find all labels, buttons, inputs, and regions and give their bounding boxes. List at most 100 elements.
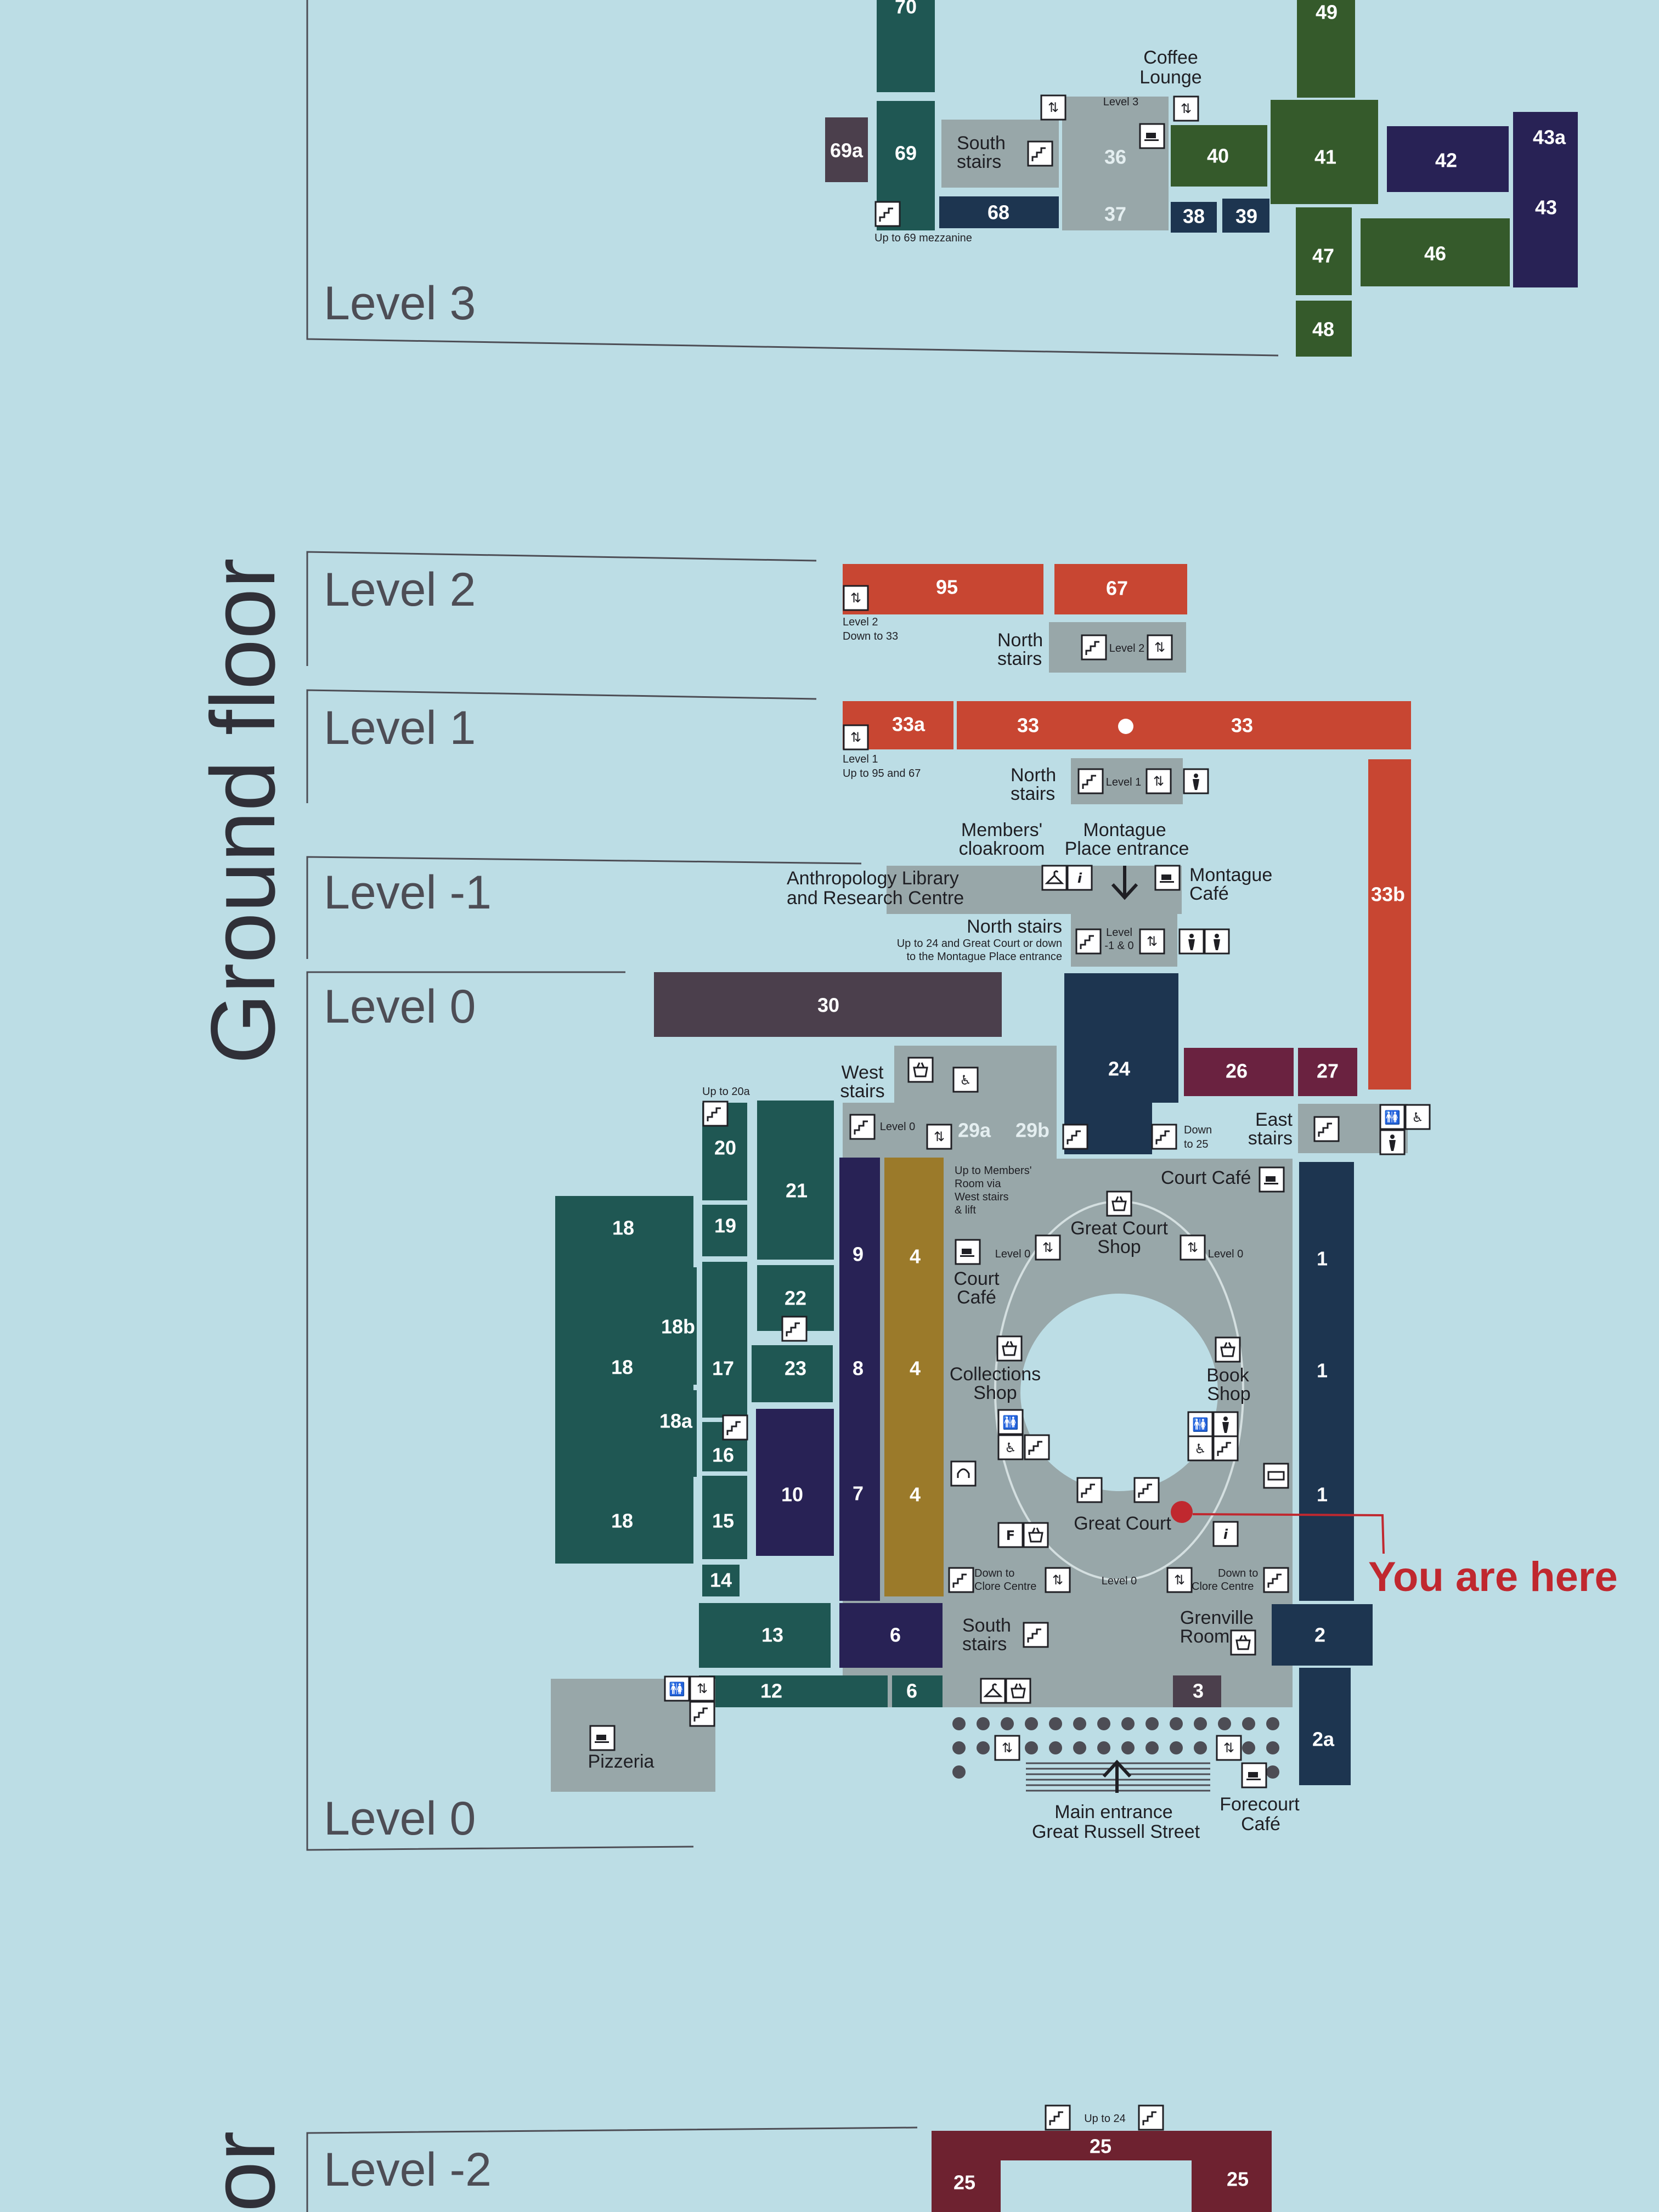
room-33b[interactable] — [1368, 759, 1411, 1090]
accessible-icon[interactable] — [1404, 1104, 1431, 1130]
lift-icon[interactable] — [1173, 95, 1199, 122]
room-36-37-core[interactable] — [1062, 97, 1169, 230]
stairs-icon[interactable] — [874, 201, 901, 227]
room-46[interactable] — [1361, 218, 1510, 286]
lift-icon[interactable] — [1147, 634, 1173, 661]
room-21[interactable] — [757, 1101, 834, 1260]
lift-icon[interactable] — [1045, 1567, 1071, 1593]
shop-icon[interactable] — [907, 1057, 934, 1083]
room-95[interactable] — [843, 564, 1043, 614]
lift-icon[interactable] — [1180, 1234, 1206, 1261]
cafe-icon[interactable] — [1259, 1166, 1285, 1193]
stairs-icon[interactable] — [722, 1414, 748, 1441]
toilets-icon[interactable] — [1379, 1104, 1406, 1130]
lift-icon[interactable] — [1166, 1567, 1193, 1593]
room-27[interactable] — [1298, 1048, 1357, 1096]
room-48[interactable] — [1296, 301, 1352, 357]
room-41[interactable] — [1271, 100, 1378, 204]
room-10[interactable] — [756, 1409, 834, 1556]
lift-icon[interactable] — [1139, 928, 1165, 955]
room-30[interactable] — [654, 972, 1002, 1037]
accessible-icon[interactable] — [997, 1434, 1024, 1460]
accessible-lift-icon[interactable] — [1216, 1735, 1242, 1761]
cloakroom-icon[interactable] — [1041, 865, 1068, 891]
room-43[interactable] — [1513, 112, 1578, 287]
stairs-icon[interactable] — [781, 1316, 808, 1342]
ticket-icon[interactable] — [1263, 1463, 1289, 1489]
room-4[interactable] — [884, 1158, 944, 1596]
stairs-icon[interactable] — [1075, 928, 1102, 955]
lift-icon[interactable] — [1040, 94, 1066, 121]
shop-icon[interactable] — [1230, 1629, 1256, 1656]
baby-change-icon[interactable] — [1212, 1411, 1239, 1437]
room-68[interactable] — [939, 196, 1059, 228]
room-25[interactable] — [932, 2131, 1272, 2212]
lift-icon[interactable] — [843, 585, 869, 611]
stairs-icon[interactable] — [1138, 2104, 1164, 2131]
cafe-icon[interactable] — [955, 1239, 981, 1265]
room-6[interactable] — [839, 1603, 943, 1668]
accessible-icon[interactable] — [952, 1066, 979, 1093]
room-67[interactable] — [1054, 564, 1187, 614]
room-6-corridor[interactable] — [892, 1675, 943, 1707]
room-69a[interactable] — [825, 117, 868, 182]
stairs-icon[interactable] — [1263, 1567, 1289, 1593]
person-icon[interactable] — [1183, 768, 1209, 794]
stairs-icon[interactable] — [1027, 140, 1053, 167]
room-49[interactable] — [1297, 0, 1355, 98]
toilets-icon[interactable] — [664, 1675, 690, 1702]
cafe-icon[interactable] — [1139, 123, 1165, 149]
stairs-icon[interactable] — [849, 1114, 876, 1140]
toilets-icon[interactable] — [1187, 1411, 1214, 1437]
cafe-icon[interactable] — [589, 1725, 616, 1751]
stairs-icon[interactable] — [1076, 1477, 1103, 1503]
room-15[interactable] — [702, 1476, 747, 1559]
stairs-icon[interactable] — [689, 1701, 715, 1727]
food-icon[interactable] — [997, 1522, 1024, 1548]
stairs-icon[interactable] — [1045, 2104, 1071, 2131]
toilets-icon[interactable] — [997, 1409, 1024, 1435]
room-12[interactable] — [699, 1675, 888, 1707]
room-23[interactable] — [752, 1345, 833, 1402]
stairs-icon[interactable] — [1023, 1622, 1049, 1648]
accessible-lift-icon[interactable] — [689, 1675, 715, 1702]
room-39[interactable] — [1222, 199, 1269, 233]
rooms-9-8-7[interactable] — [839, 1158, 880, 1601]
room-17[interactable] — [702, 1262, 747, 1418]
room-24[interactable] — [1064, 973, 1178, 1154]
shop-icon[interactable] — [1215, 1336, 1241, 1363]
room-38[interactable] — [1171, 202, 1217, 233]
audio-guide-icon[interactable] — [950, 1460, 977, 1487]
room-19[interactable] — [702, 1205, 747, 1256]
stairs-icon[interactable] — [702, 1101, 729, 1127]
stairs-icon[interactable] — [1062, 1124, 1088, 1150]
stairs-icon[interactable] — [1024, 1434, 1050, 1460]
cloakroom-icon[interactable] — [980, 1678, 1006, 1704]
lift-icon[interactable] — [926, 1124, 952, 1150]
room-18b[interactable] — [657, 1267, 697, 1385]
room-2[interactable] — [1272, 1604, 1373, 1666]
lift-icon[interactable] — [1146, 768, 1172, 794]
info-icon[interactable] — [1066, 865, 1093, 891]
lift-icon[interactable] — [1035, 1234, 1061, 1261]
room-2a[interactable] — [1299, 1668, 1351, 1785]
room-70[interactable] — [877, 0, 935, 92]
cafe-icon[interactable] — [1154, 865, 1181, 891]
accessible-icon[interactable] — [1187, 1435, 1214, 1462]
baby-change-icon[interactable] — [1204, 928, 1230, 955]
shop-icon[interactable] — [1023, 1522, 1049, 1548]
baby-change-icon[interactable] — [1379, 1129, 1406, 1155]
room-47[interactable] — [1296, 207, 1352, 295]
room-3[interactable] — [1173, 1675, 1221, 1707]
cafe-icon[interactable] — [1241, 1762, 1267, 1788]
room-42[interactable] — [1387, 126, 1509, 192]
stairs-icon[interactable] — [1151, 1124, 1177, 1150]
info-icon[interactable] — [1212, 1521, 1239, 1547]
room-14[interactable] — [702, 1565, 740, 1596]
room-13[interactable] — [699, 1603, 831, 1668]
person-icon[interactable] — [1178, 928, 1205, 955]
room-1[interactable] — [1299, 1162, 1354, 1601]
stairs-icon[interactable] — [948, 1567, 974, 1593]
room-26[interactable] — [1184, 1048, 1294, 1096]
stairs-icon[interactable] — [1133, 1477, 1160, 1503]
